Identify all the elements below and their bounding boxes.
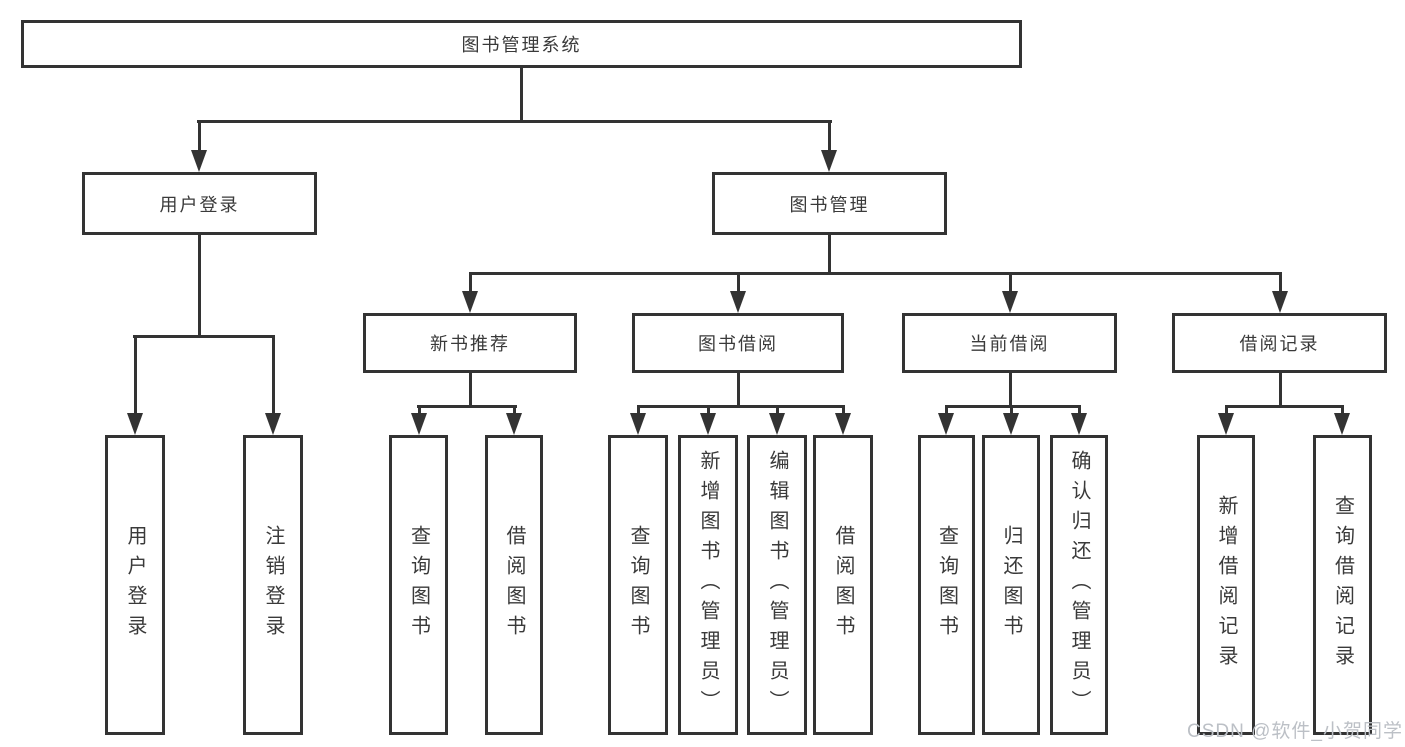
leaf-edit-book-admin: 编辑图书（管理员）: [747, 435, 807, 735]
arrow-to-leaf-borrow-books-1: [506, 413, 522, 435]
connector-to-leaf-add-book-admin-stem: [707, 405, 710, 415]
leaf-add-borrow-record-label: 新增借阅记录: [1215, 495, 1237, 675]
connector-new-book-recommend-rail: [417, 405, 517, 408]
node-new-book-recommend-label: 新书推荐: [430, 334, 510, 354]
connector-new-book-recommend-stem: [469, 373, 472, 405]
connector-borrow-records-stem: [1279, 373, 1282, 405]
leaf-logout: 注销登录: [243, 435, 303, 735]
leaf-return-books: 归还图书: [982, 435, 1040, 735]
arrow-to-current-borrow: [1002, 291, 1018, 313]
node-book-borrow: 图书借阅: [632, 313, 844, 373]
connector-root-rail: [197, 120, 832, 123]
node-user-login-label: 用户登录: [159, 194, 240, 215]
connector-book-management-rail: [469, 272, 1281, 275]
arrow-to-leaf-user-login: [127, 413, 143, 435]
leaf-add-borrow-record: 新增借阅记录: [1197, 435, 1255, 735]
connector-to-book-borrow-stem: [737, 272, 740, 293]
leaf-borrow-books-1-label: 借阅图书: [503, 525, 525, 645]
leaf-logout-label: 注销登录: [262, 525, 284, 645]
connector-to-leaf-query-books-3-stem: [945, 405, 948, 415]
arrow-to-new-book-recommend: [462, 291, 478, 313]
arrow-to-leaf-query-borrow-record: [1334, 413, 1350, 435]
node-borrow-records-label: 借阅记录: [1239, 334, 1320, 354]
connector-user-login-stem: [198, 235, 201, 335]
connector-to-leaf-add-borrow-record-stem: [1225, 405, 1228, 415]
connector-to-leaf-query-books-2-stem: [637, 405, 640, 415]
leaf-borrow-books-2: 借阅图书: [813, 435, 873, 735]
connector-root-stem: [520, 68, 523, 120]
node-book-borrow-label: 图书借阅: [698, 334, 778, 354]
node-book-management-label: 图书管理: [789, 194, 870, 215]
node-borrow-records: 借阅记录: [1172, 313, 1387, 373]
connector-book-borrow-stem: [737, 373, 740, 405]
connector-to-leaf-logout-stem: [272, 335, 275, 415]
arrow-to-leaf-return-books: [1003, 413, 1019, 435]
arrow-to-book-borrow: [730, 291, 746, 313]
connector-borrow-records-rail: [1225, 405, 1344, 408]
connector-to-leaf-edit-book-admin-stem: [776, 405, 779, 415]
arrow-to-leaf-query-books-2: [630, 413, 646, 435]
connector-user-login-rail: [133, 335, 275, 338]
node-current-borrow-label: 当前借阅: [969, 334, 1050, 354]
leaf-add-book-admin: 新增图书（管理员）: [678, 435, 738, 735]
connector-root-to-user-login-stem: [198, 120, 201, 152]
leaf-user-login-label: 用户登录: [124, 525, 146, 645]
node-user-login: 用户登录: [82, 172, 317, 235]
leaf-return-books-label: 归还图书: [1000, 525, 1022, 645]
arrow-to-leaf-borrow-books-2: [835, 413, 851, 435]
connector-current-borrow-stem: [1009, 373, 1012, 405]
leaf-query-books-2-label: 查询图书: [627, 525, 649, 645]
arrow-to-leaf-add-borrow-record: [1218, 413, 1234, 435]
arrow-to-leaf-query-books-3: [938, 413, 954, 435]
connector-book-management-stem: [828, 235, 831, 272]
node-book-management: 图书管理: [712, 172, 947, 235]
connector-to-new-book-recommend-stem: [469, 272, 472, 293]
connector-current-borrow-rail: [945, 405, 1081, 408]
leaf-query-borrow-record-label: 查询借阅记录: [1331, 495, 1354, 675]
arrow-to-leaf-confirm-return: [1071, 413, 1087, 435]
connector-to-leaf-confirm-return-stem: [1078, 405, 1081, 415]
leaf-query-books-3-label: 查询图书: [935, 525, 958, 645]
leaf-confirm-return-admin-label: 确认归还（管理员）: [1068, 450, 1090, 720]
leaf-edit-book-admin-label: 编辑图书（管理员）: [766, 450, 788, 720]
leaf-borrow-books-2-label: 借阅图书: [832, 525, 854, 645]
leaf-confirm-return-admin: 确认归还（管理员）: [1050, 435, 1108, 735]
connector-to-leaf-query-borrow-record-stem: [1341, 405, 1344, 415]
node-new-book-recommend: 新书推荐: [363, 313, 577, 373]
connector-to-leaf-borrow-books-1-stem: [513, 405, 516, 415]
node-root-label: 图书管理系统: [461, 35, 582, 55]
leaf-query-borrow-record: 查询借阅记录: [1313, 435, 1372, 735]
leaf-query-books-1: 查询图书: [389, 435, 448, 735]
connector-root-to-book-management-stem: [828, 120, 831, 152]
node-root: 图书管理系统: [21, 20, 1022, 68]
arrow-to-leaf-edit-book-admin: [769, 413, 785, 435]
connector-to-leaf-borrow-books-2-stem: [842, 405, 845, 415]
leaf-query-books-1-label: 查询图书: [407, 525, 430, 645]
connector-to-leaf-user-login-stem: [134, 335, 137, 415]
connector-to-leaf-query-books-1-stem: [418, 405, 421, 415]
arrow-to-book-management: [821, 150, 837, 172]
leaf-borrow-books-1: 借阅图书: [485, 435, 543, 735]
watermark: CSDN @软件_小贺同学: [1187, 721, 1403, 742]
arrow-to-user-login: [191, 150, 207, 172]
leaf-user-login: 用户登录: [105, 435, 165, 735]
leaf-add-book-admin-label: 新增图书（管理员）: [697, 450, 719, 720]
connector-book-borrow-rail: [637, 405, 845, 408]
connector-to-borrow-records-stem: [1279, 272, 1282, 293]
connector-to-current-borrow-stem: [1009, 272, 1012, 293]
node-current-borrow: 当前借阅: [902, 313, 1117, 373]
leaf-query-books-3: 查询图书: [918, 435, 975, 735]
arrow-to-leaf-query-books-1: [411, 413, 427, 435]
arrow-to-leaf-add-book-admin: [700, 413, 716, 435]
leaf-query-books-2: 查询图书: [608, 435, 668, 735]
connector-to-leaf-return-books-stem: [1010, 405, 1013, 415]
arrow-to-borrow-records: [1272, 291, 1288, 313]
arrow-to-leaf-logout: [265, 413, 281, 435]
